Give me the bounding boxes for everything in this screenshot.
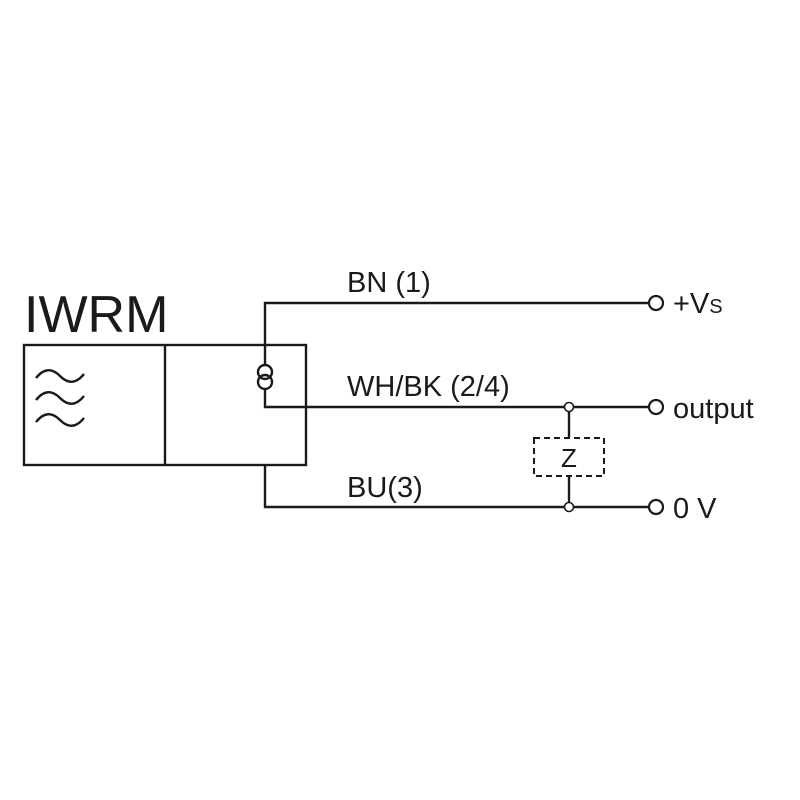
wire-label-wh-bk: WH/BK (2/4) xyxy=(347,371,510,403)
load-z: Z xyxy=(533,437,605,477)
supply-main: +V xyxy=(673,288,710,320)
terminal-output xyxy=(647,398,665,416)
supply-subscript: S xyxy=(709,296,722,318)
sensing-waves-icon xyxy=(35,369,85,427)
terminal-supply-label: +VS xyxy=(673,288,723,320)
sensor-housing xyxy=(22,343,308,467)
terminal-output-label: output xyxy=(673,393,754,425)
wire-bu xyxy=(263,465,648,509)
terminal-supply xyxy=(647,294,665,312)
load-box xyxy=(533,437,605,477)
junction-ground xyxy=(563,501,575,513)
terminal-ground xyxy=(647,498,665,516)
wire-wh-bk xyxy=(263,389,648,409)
wire-label-bn: BN (1) xyxy=(347,267,431,299)
junction-output xyxy=(563,401,575,413)
wiring-lines xyxy=(263,301,648,509)
load-label: Z xyxy=(561,443,577,473)
wire-label-bu: BU(3) xyxy=(347,472,423,504)
wire-bn xyxy=(263,301,648,365)
current-source-icon xyxy=(256,363,274,391)
device-name: IWRM xyxy=(24,286,168,344)
terminal-ground-label: 0 V xyxy=(673,493,717,525)
